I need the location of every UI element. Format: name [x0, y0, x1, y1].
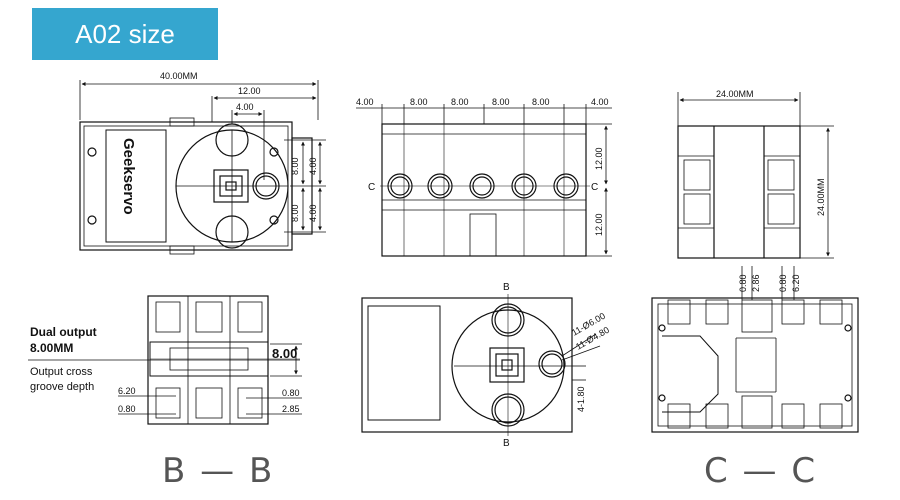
section-mark-c-left: C [368, 182, 375, 193]
section-cc-view [651, 266, 859, 433]
side-dim-width: 24.00MM [716, 89, 754, 99]
front-dim-right-a: 12.00 [594, 147, 604, 170]
front-dim-6: 4.00 [591, 97, 609, 107]
cc-dim-0-80-b: 0.80 [778, 274, 788, 292]
front-dim-3: 8.00 [451, 97, 469, 107]
bottom-view [361, 294, 601, 436]
bottom-mark-b-bottom: B [503, 438, 510, 449]
banner-title: A02 size [75, 18, 175, 49]
top-dim-4-a: 4.00 [308, 157, 318, 175]
top-view [79, 80, 326, 255]
top-dim-4-b: 4.00 [308, 204, 318, 222]
top-dim-width: 40.00MM [160, 71, 198, 81]
bb-annotation-title-2: 8.00MM [30, 341, 73, 355]
bb-annotation-title-1: Dual output [30, 325, 97, 339]
bb-annotation-sub-1: Output cross [30, 366, 93, 378]
top-dim-8-a: 8.00 [290, 157, 300, 175]
brand-label: Geekservo [120, 138, 137, 215]
section-label-bb: B — B [162, 451, 274, 491]
front-dim-right-b: 12.00 [594, 213, 604, 236]
bb-dim-2-85: 2.85 [282, 404, 300, 414]
side-dim-height: 24.00MM [816, 178, 826, 216]
bottom-dim-1-8: 4-1.80 [576, 386, 586, 412]
bottom-mark-b-top: B [503, 282, 510, 293]
bb-annotation-sub-2: groove depth [30, 381, 94, 393]
section-mark-c-right: C [591, 182, 598, 193]
front-dim-2: 8.00 [410, 97, 428, 107]
front-dim-5: 8.00 [532, 97, 550, 107]
top-dim-4: 4.00 [236, 102, 254, 112]
front-dim-4: 8.00 [492, 97, 510, 107]
section-bb-view [28, 295, 302, 425]
section-label-cc: C — C [704, 451, 817, 491]
bb-dim-0-80-right: 0.80 [282, 388, 300, 398]
title-banner: A02 size [32, 8, 218, 60]
top-dim-8-b: 8.00 [290, 204, 300, 222]
cc-dim-6-20: 6.20 [791, 274, 801, 292]
front-view [356, 104, 612, 257]
cc-dim-2-86: 2.86 [751, 274, 761, 292]
front-dim-1: 4.00 [356, 97, 374, 107]
bb-dim-6-20: 6.20 [118, 386, 136, 396]
bb-dim-8: 8.00 [272, 346, 297, 361]
cc-dim-0-80-a: 0.80 [738, 274, 748, 292]
side-view [677, 92, 834, 259]
top-dim-12: 12.00 [238, 86, 261, 96]
bb-dim-0-80-left: 0.80 [118, 404, 136, 414]
